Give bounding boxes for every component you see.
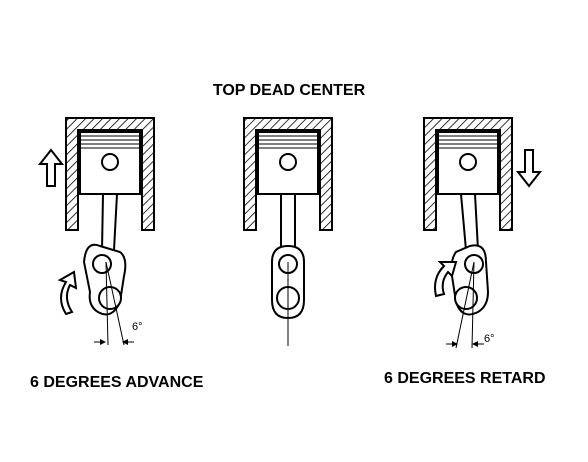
wrist-pin-center (279, 153, 297, 171)
retard-angle-lines: 6° (446, 261, 495, 349)
connecting-rod-right (450, 193, 490, 316)
cylinder-right (423, 117, 513, 231)
piston-right (437, 131, 499, 195)
tdc-assembly (243, 117, 333, 346)
retard-angle-value: 6° (484, 333, 495, 345)
retard-assembly: 6° (423, 117, 543, 349)
piston-left (79, 131, 141, 195)
connecting-rod-left (82, 193, 127, 316)
advance-angle-value: 6° (132, 321, 143, 333)
wrist-pin-left (101, 153, 119, 171)
advance-angle-lines: 6° (94, 261, 143, 346)
up-arrow-icon (37, 148, 65, 187)
curved-rotation-arrow-icon (434, 261, 458, 298)
down-arrow-icon (515, 149, 543, 188)
page-title: TOP DEAD CENTER (213, 82, 366, 99)
advance-label: 6 DEGREES ADVANCE (30, 374, 204, 391)
wrist-pin-right (459, 153, 477, 171)
curved-rotation-arrow-icon (57, 270, 78, 316)
cylinder-center (243, 117, 333, 231)
retard-label: 6 DEGREES RETARD (384, 370, 546, 387)
piston-center (257, 131, 319, 195)
advance-assembly: 6° (37, 117, 155, 346)
cylinder-left (65, 117, 155, 231)
